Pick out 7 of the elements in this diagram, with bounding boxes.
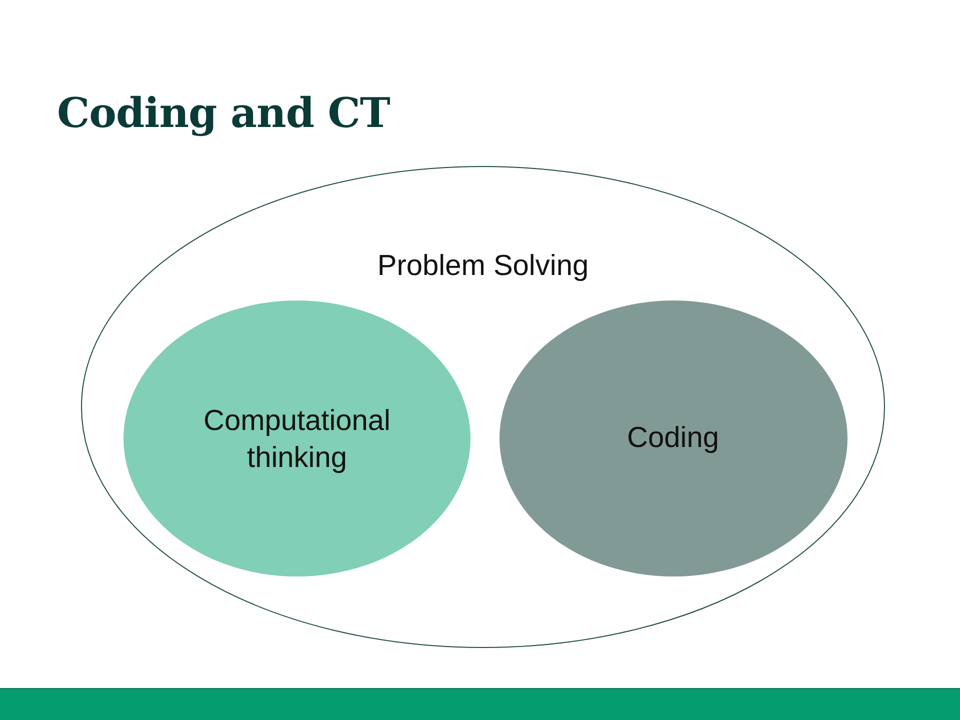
- node-label: Problem Solving: [376, 249, 590, 284]
- node-label: Computational thinking: [202, 404, 392, 476]
- node-label: Coding: [626, 421, 720, 456]
- slide-title: Coding and CT: [57, 89, 390, 137]
- ellipse: [123, 300, 471, 577]
- ellipse: [499, 300, 848, 577]
- outer-ellipse: [81, 166, 885, 648]
